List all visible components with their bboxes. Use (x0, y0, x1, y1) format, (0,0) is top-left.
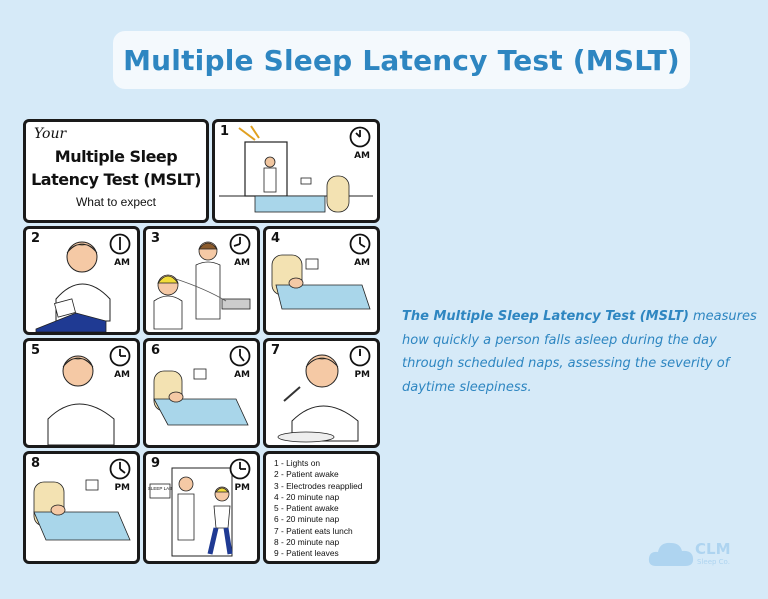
panel-number: 2 (31, 231, 41, 246)
logo-name: CLM (695, 540, 731, 558)
panel-number: 3 (151, 231, 161, 246)
nap-scene (271, 254, 371, 310)
panel-number: 4 (271, 231, 281, 246)
intro-your: Your (34, 126, 67, 142)
description-bold: The Multiple Sleep Latency Test (MSLT) (402, 309, 689, 324)
panel-number: 8 (31, 456, 41, 471)
panel-number: 5 (31, 343, 41, 358)
legend-item: 6 - 20 minute nap (274, 514, 340, 525)
nap-scene (153, 368, 249, 426)
intro-panel: Your Multiple Sleep Latency Test (MSLT) … (23, 119, 209, 223)
clock-icon (349, 345, 371, 367)
comic-strip: Your Multiple Sleep Latency Test (MSLT) … (23, 119, 380, 564)
panel-number: 9 (151, 456, 161, 471)
brand-logo: CLM Sleep Co. (648, 538, 748, 572)
legend-item: 5 - Patient awake (274, 503, 339, 514)
panel-1: 1 AM (212, 119, 380, 223)
legend-panel: 1 - Lights on 2 - Patient awake 3 - Elec… (263, 451, 380, 564)
period-label: PM (114, 483, 130, 493)
intro-subtitle: What to expect (75, 195, 157, 209)
clock-icon (349, 126, 371, 148)
clock-icon (229, 458, 251, 480)
sleep-lab-sign: SLEEP LAB (148, 486, 172, 491)
panel-2: 2 AM (23, 226, 140, 335)
patient-awake-scene (47, 355, 115, 445)
description-rest: measures how quickly a person falls asle… (402, 309, 757, 395)
legend-item: 9 - Patient leaves (274, 548, 339, 559)
period-label: AM (114, 258, 130, 268)
period-label: AM (234, 370, 250, 380)
panel-3: 3 AM (143, 226, 260, 335)
panel-number: 6 (151, 343, 161, 358)
clock-icon (109, 458, 131, 480)
legend-item: 7 - Patient eats lunch (274, 525, 353, 536)
patient-leaves-scene: SLEEP LAB (148, 467, 233, 557)
logo-subtitle: Sleep Co. (697, 558, 730, 566)
legend-list: 1 - Lights on 2 - Patient awake 3 - Elec… (274, 458, 362, 560)
panel-9: SLEEP LAB 9 PM (143, 451, 260, 564)
panel-4: 4 AM (263, 226, 380, 335)
panel-number: 1 (220, 124, 230, 139)
cloud-icon (648, 542, 694, 566)
legend-item: 8 - 20 minute nap (274, 537, 340, 548)
clock-icon (109, 345, 131, 367)
clock-icon (109, 233, 131, 255)
title-card: Multiple Sleep Latency Test (MSLT) (113, 31, 690, 89)
electrodes-scene (153, 241, 251, 330)
clock-icon (229, 233, 251, 255)
description: The Multiple Sleep Latency Test (MSLT) m… (402, 305, 757, 399)
legend-item: 4 - 20 minute nap (274, 491, 340, 502)
intro-title-line2: Latency Test (MSLT) (31, 170, 201, 189)
lunch-scene (277, 354, 359, 443)
panel-6: 6 AM (143, 338, 260, 448)
period-label: PM (234, 483, 250, 493)
panel-7: 7 PM (263, 338, 380, 448)
legend-item: 1 - Lights on (274, 458, 321, 468)
legend-item: 2 - Patient awake (274, 469, 339, 480)
clock-icon (349, 233, 371, 255)
patient-reading-scene (35, 241, 111, 332)
period-label: PM (354, 370, 370, 380)
nap-scene (33, 479, 131, 541)
intro-title-line1: Multiple Sleep (54, 147, 178, 166)
lights-on-scene (219, 125, 373, 213)
panel-8: 8 PM (23, 451, 140, 564)
period-label: AM (354, 151, 370, 161)
page-title: Multiple Sleep Latency Test (MSLT) (123, 43, 680, 77)
panel-number: 7 (271, 343, 281, 358)
period-label: AM (354, 258, 370, 268)
period-label: AM (234, 258, 250, 268)
panel-5: 5 AM (23, 338, 140, 448)
legend-item: 3 - Electrodes reapplied (274, 480, 363, 491)
clock-icon (229, 345, 251, 367)
period-label: AM (114, 370, 130, 380)
